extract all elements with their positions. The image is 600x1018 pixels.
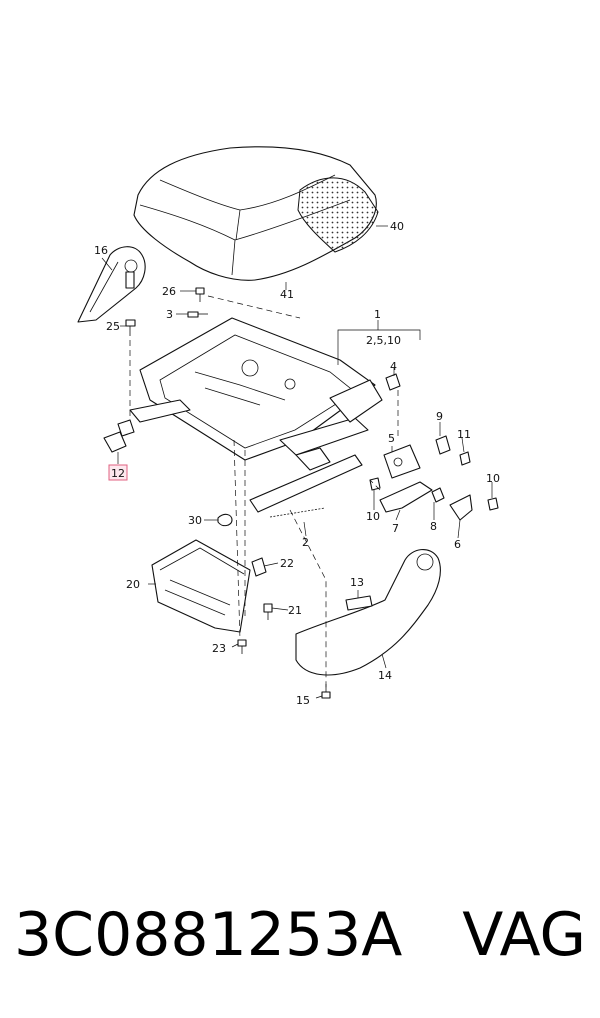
callout-22: 22	[280, 557, 294, 570]
footer-caption: 3C0881253A VAG	[14, 895, 586, 975]
callout-2: 2	[302, 536, 309, 549]
seat-cushion-part	[133, 146, 379, 281]
guide-lines	[129, 295, 399, 690]
callout-5: 5	[388, 432, 395, 445]
brand-name: VAG	[462, 900, 586, 970]
callout-labels: 1 2,5,10 2 3 4 5 6 7 8 9 10 10 11 12 13 …	[94, 220, 500, 707]
callout-12: 12	[111, 467, 125, 480]
callout-9: 9	[436, 410, 443, 423]
side-panel-part	[295, 549, 441, 699]
callout-3: 3	[166, 308, 173, 321]
seat-exploded-diagram: 1 2,5,10 2 3 4 5 6 7 8 9 10 10 11 12 13 …	[77, 146, 500, 707]
callout-16: 16	[94, 244, 108, 257]
callout-7: 7	[392, 522, 399, 535]
callout-41: 41	[280, 288, 294, 301]
callout-25: 25	[106, 320, 120, 333]
callout-40: 40	[390, 220, 404, 233]
side-trim-part	[77, 246, 146, 323]
callout-13: 13	[350, 576, 364, 589]
storage-drawer-part	[151, 539, 273, 654]
callout-15: 15	[296, 694, 310, 707]
callout-14: 14	[378, 669, 392, 682]
leader-lines	[101, 225, 493, 699]
callout-8: 8	[430, 520, 437, 533]
spring-and-clip	[217, 507, 326, 527]
right-side-parts	[369, 373, 499, 521]
seat-frame-part	[129, 317, 383, 513]
callout-23: 23	[212, 642, 226, 655]
screws-left	[125, 287, 208, 336]
callout-4: 4	[390, 360, 397, 373]
callout-10b: 10	[486, 472, 500, 485]
callout-21: 21	[288, 604, 302, 617]
part-number: 3C0881253A	[14, 900, 403, 970]
highlight-box-12	[108, 464, 128, 481]
callout-30: 30	[188, 514, 202, 527]
callout-1-sub: 2,5,10	[366, 334, 401, 347]
bracket-part-12	[103, 419, 135, 453]
callout-11: 11	[457, 428, 471, 441]
callout-1: 1	[374, 308, 381, 321]
callout-6: 6	[454, 538, 461, 551]
callout-10a: 10	[366, 510, 380, 523]
callout-20: 20	[126, 578, 140, 591]
callout-26: 26	[162, 285, 176, 298]
